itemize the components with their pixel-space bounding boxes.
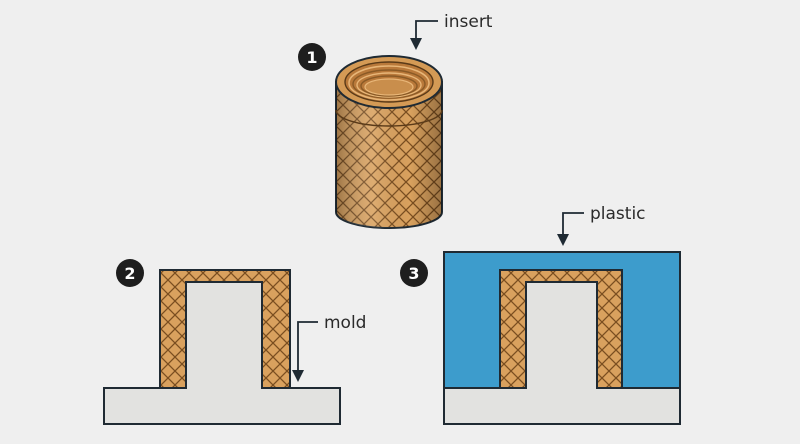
plastic-label: plastic <box>590 204 646 224</box>
mold-base-3 <box>443 387 681 425</box>
step-1-number: 1 <box>306 48 317 67</box>
mold-label: mold <box>324 313 366 333</box>
plastic-callout: plastic <box>557 204 646 246</box>
step-3-badge: 3 <box>400 259 428 287</box>
brass-insert <box>335 55 443 229</box>
insert-callout: insert <box>410 12 493 50</box>
mold-callout: mold <box>292 313 366 382</box>
step-2-badge: 2 <box>116 259 144 287</box>
insert-label: insert <box>444 12 493 32</box>
step-3-number: 3 <box>408 264 419 283</box>
mold-base <box>103 387 341 425</box>
mold-core-pin-3 <box>525 281 598 388</box>
step-1-badge: 1 <box>298 43 326 71</box>
overmold-assembly <box>443 251 681 425</box>
step-2-number: 2 <box>124 264 135 283</box>
mold-assembly <box>103 269 341 425</box>
mold-core-pin <box>185 281 263 388</box>
